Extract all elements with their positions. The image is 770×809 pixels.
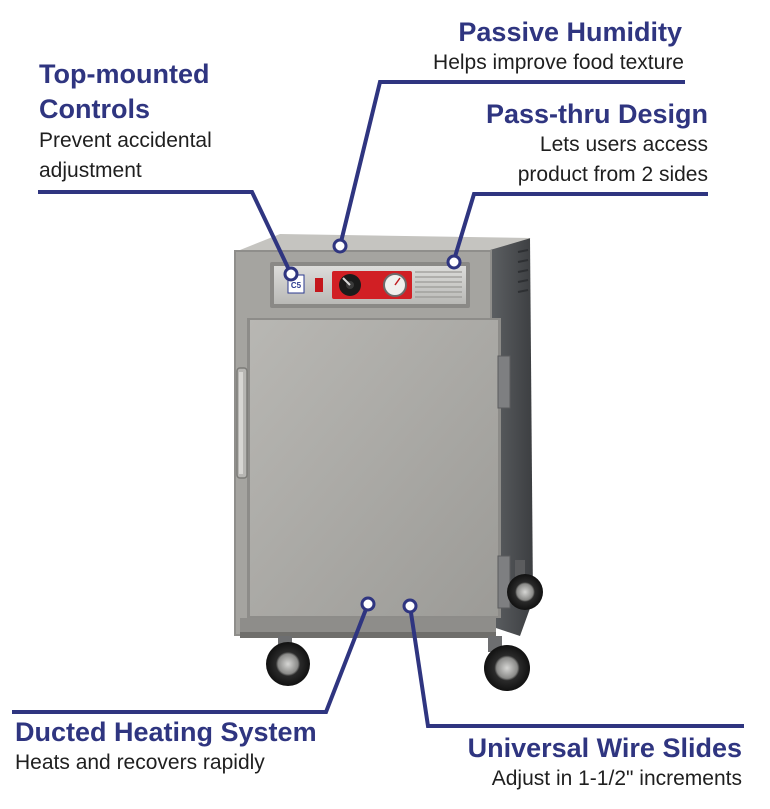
- caster-wheels: [266, 560, 543, 691]
- callout-passive-humidity-title: Passive Humidity: [458, 17, 682, 47]
- callout-top-mounted-controls-desc-line1: Prevent accidental: [39, 129, 212, 152]
- marker-wire-slides: [402, 598, 418, 614]
- callout-passive-humidity-desc: Helps improve food texture: [433, 51, 684, 74]
- callout-universal-wire-slides-title: Universal Wire Slides: [467, 733, 742, 763]
- marker-humidity: [332, 238, 348, 254]
- marker-heating: [360, 596, 376, 612]
- cabinet-base: [240, 618, 496, 638]
- leader-pass-thru-design: [452, 192, 708, 261]
- callout-ducted-heating-title: Ducted Heating System: [15, 717, 317, 747]
- callout-pass-thru-design-title: Pass-thru Design: [485, 99, 708, 129]
- callout-ducted-heating-desc: Heats and recovers rapidly: [15, 751, 265, 774]
- callout-top-mounted-controls-title-line2: Controls: [39, 94, 150, 124]
- callout-pass-thru-design-desc-line2: product from 2 sides: [517, 163, 708, 186]
- door-handle: [236, 367, 248, 479]
- leader-passive-humidity: [338, 80, 685, 247]
- leader-top-mounted-controls: [38, 190, 293, 275]
- leader-universal-wire-slides: [408, 605, 744, 728]
- callout-pass-thru-design-desc-line1: Lets users access: [539, 133, 708, 156]
- callout-universal-wire-slides-desc: Adjust in 1-1/2" increments: [491, 767, 742, 790]
- callout-top-mounted-controls-desc-line2: adjustment: [39, 159, 142, 182]
- marker-controls: [283, 266, 299, 282]
- callout-top-mounted-controls-title-line1: Top-mounted: [39, 59, 210, 89]
- callout-markers: [283, 238, 462, 614]
- marker-pass-thru: [446, 254, 462, 270]
- cabinet-door: [247, 318, 501, 618]
- control-panel: C5: [270, 262, 470, 308]
- control-logo-text: C5: [291, 281, 302, 290]
- callout-leader-lines: [12, 80, 744, 728]
- leader-ducted-heating: [12, 603, 370, 714]
- door-hinges: [497, 355, 511, 609]
